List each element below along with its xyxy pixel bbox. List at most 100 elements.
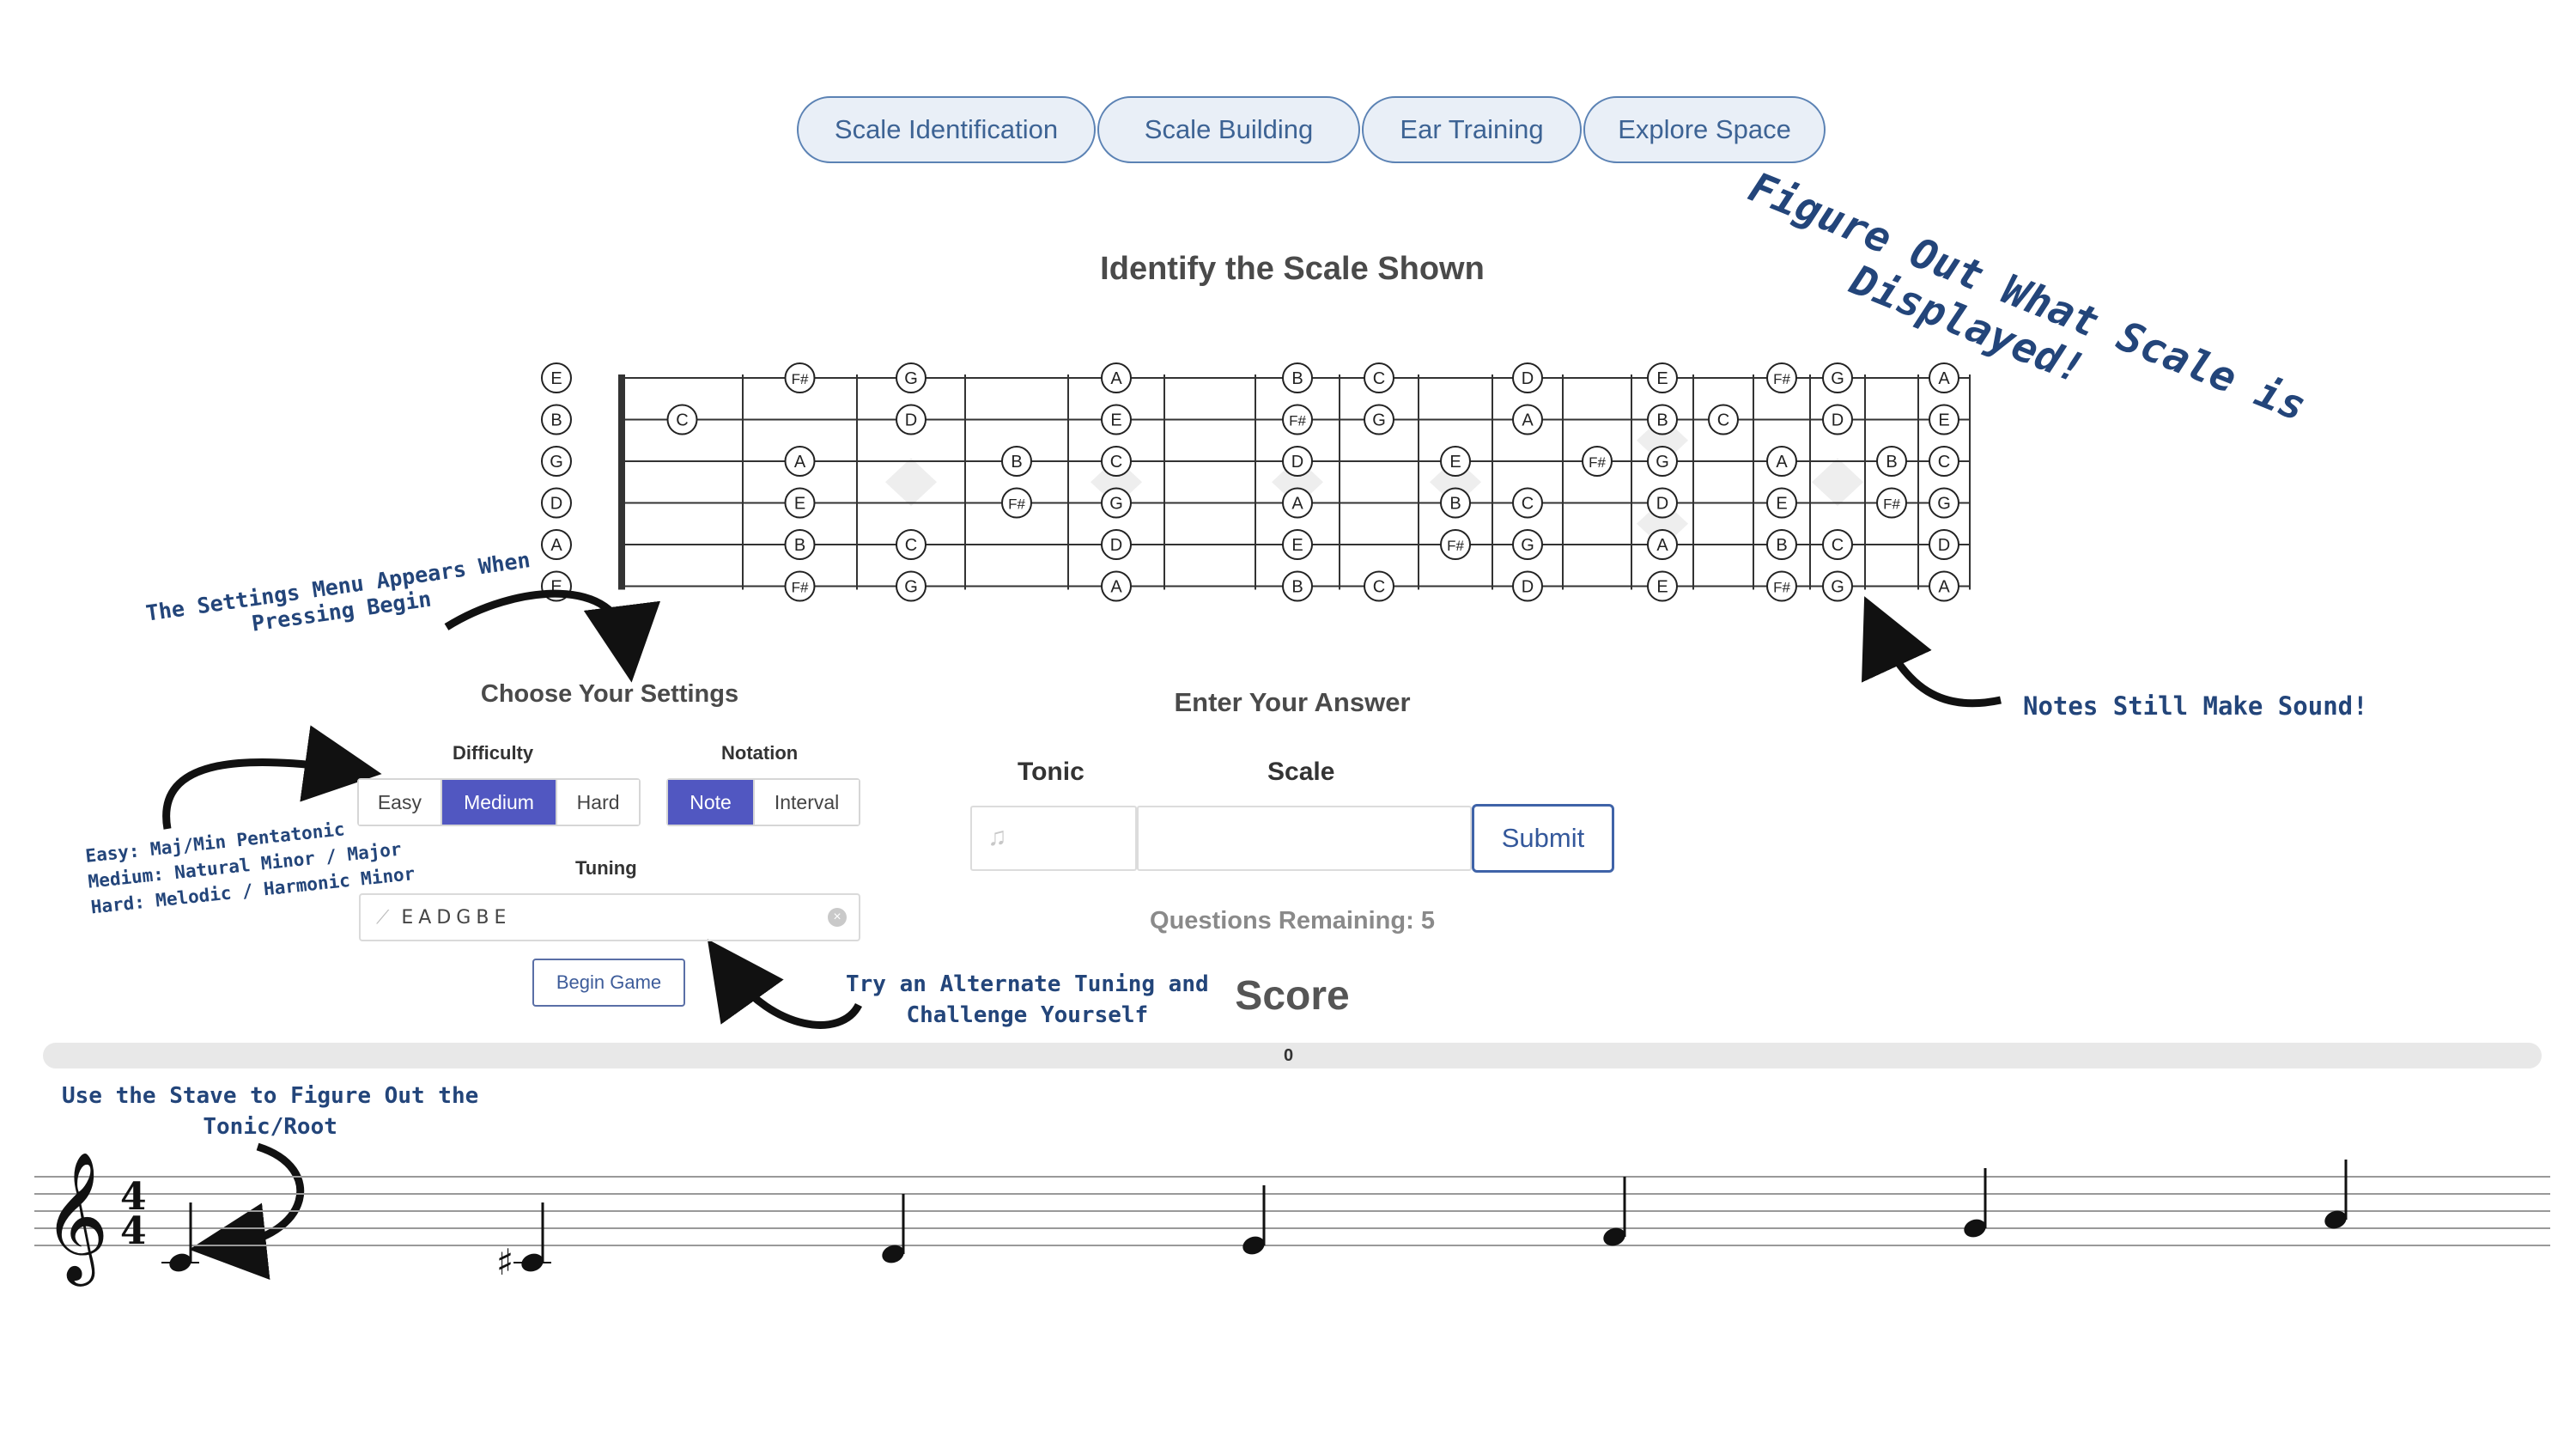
- notation-interval-button[interactable]: Interval: [755, 780, 859, 825]
- open-string-note: B: [541, 404, 572, 435]
- note-marker: [1364, 570, 1394, 602]
- fret-inlay: [1812, 458, 1863, 507]
- note-marker: [1440, 529, 1471, 560]
- clear-icon[interactable]: ×: [828, 908, 847, 927]
- note-marker: [896, 570, 927, 602]
- note-label: B: [1291, 369, 1303, 388]
- tonic-input[interactable]: ♫: [970, 806, 1137, 871]
- note-label: B: [794, 536, 805, 555]
- difficulty-hard-button[interactable]: Hard: [557, 780, 640, 825]
- treble-clef: 𝄞: [43, 1150, 109, 1287]
- note-marker: [1647, 404, 1678, 435]
- fret-note: B: [1647, 404, 1678, 435]
- note-label: C: [1832, 536, 1844, 555]
- tab-scale-building[interactable]: Scale Building: [1097, 96, 1360, 163]
- note-marker: [1282, 529, 1313, 560]
- submit-button[interactable]: Submit: [1472, 804, 1614, 873]
- page-title: Identify the Scale Shown: [1100, 251, 1485, 287]
- open-string-note: G: [541, 446, 572, 477]
- note-marker: [1766, 529, 1797, 560]
- tab-ear-training[interactable]: Ear Training: [1362, 96, 1582, 163]
- note-marker: [1512, 529, 1543, 560]
- note-marker: [1440, 487, 1471, 519]
- difficulty-medium-button[interactable]: Medium: [441, 780, 558, 825]
- annotation-notes-sound: Notes Still Make Sound!: [2023, 691, 2368, 721]
- note-marker: [1647, 362, 1678, 393]
- fret-note: F#: [784, 570, 816, 602]
- open-string-note: D: [541, 487, 572, 519]
- note-label: G: [904, 369, 918, 388]
- note-label: C: [1717, 411, 1729, 430]
- note-label: C: [676, 411, 688, 430]
- fret-note: G: [1512, 529, 1543, 560]
- fret-note: C: [896, 529, 927, 560]
- note-label: A: [794, 453, 806, 472]
- fret-note: A: [1512, 404, 1543, 435]
- fret-note: E: [1282, 529, 1313, 560]
- note-label: E: [1449, 453, 1461, 472]
- note-label: F#: [1883, 496, 1900, 513]
- fret-note: A: [1101, 570, 1132, 602]
- fret-inlay: [1637, 499, 1688, 548]
- note-marker: [1282, 404, 1313, 435]
- note-marker: [784, 529, 816, 560]
- note-label: A: [1776, 453, 1788, 472]
- score-label: Score: [1235, 973, 1350, 1019]
- note-marker: [541, 487, 572, 519]
- note-label: A: [1938, 369, 1950, 388]
- note-marker: [1647, 446, 1678, 477]
- note-label: B: [1776, 536, 1787, 555]
- music-stave: 𝄞44♯: [34, 1150, 2550, 1287]
- fret-note: G: [1101, 487, 1132, 519]
- notation-note-button[interactable]: Note: [668, 780, 756, 825]
- annotation-stave-hint: Use the Stave to Figure Out the Tonic/Ro…: [62, 1081, 478, 1142]
- note-marker: [1512, 362, 1543, 393]
- note-marker: [1647, 487, 1678, 519]
- note-marker: [1929, 529, 1959, 560]
- arrow-to-settings: [444, 589, 660, 683]
- note-label: E: [550, 369, 562, 388]
- note-label: F#: [1773, 371, 1790, 387]
- settings-title: Choose Your Settings: [480, 680, 739, 708]
- answer-title: Enter Your Answer: [1174, 687, 1411, 717]
- note-label: C: [1110, 453, 1122, 472]
- fret-note: F#: [1001, 487, 1032, 519]
- fret-note: D: [1929, 529, 1959, 560]
- difficulty-easy-button[interactable]: Easy: [359, 780, 442, 825]
- fret-note: F#: [1876, 487, 1907, 519]
- note-marker: [1001, 446, 1032, 477]
- note-label: E: [1776, 495, 1787, 514]
- note-marker: [1282, 446, 1313, 477]
- fret-note: C: [1364, 570, 1394, 602]
- note-marker: [1822, 404, 1853, 435]
- note-label: D: [1938, 536, 1950, 555]
- fret-note: E: [1929, 404, 1959, 435]
- tab-scale-identification[interactable]: Scale Identification: [797, 96, 1096, 163]
- note-label: D: [905, 411, 917, 430]
- tab-explore-space[interactable]: Explore Space: [1583, 96, 1826, 163]
- note-label: G: [550, 453, 563, 472]
- note-label: C: [1522, 495, 1534, 514]
- note-label: G: [1831, 578, 1844, 597]
- note-label: D: [1522, 369, 1534, 388]
- note-label: A: [1110, 578, 1122, 597]
- note-marker: [1766, 446, 1797, 477]
- scale-input[interactable]: [1137, 806, 1472, 871]
- note-marker: [1282, 487, 1313, 519]
- note-label: D: [1656, 495, 1668, 514]
- begin-game-button[interactable]: Begin Game: [532, 959, 685, 1007]
- music-note-icon: ♫: [987, 823, 1007, 851]
- tuning-input[interactable]: ⟋ EADGBE ×: [359, 893, 860, 941]
- note-label: F#: [1289, 413, 1306, 429]
- fret-note: F#: [784, 362, 816, 393]
- difficulty-selector: Easy Medium Hard: [357, 778, 641, 826]
- annotation-stave-line1: Use the Stave to Figure Out the: [62, 1083, 479, 1109]
- fret-note: F#: [1582, 446, 1613, 477]
- note-label: C: [1373, 578, 1385, 597]
- note-label: A: [1656, 536, 1668, 555]
- note-label: F#: [1008, 496, 1025, 513]
- note-marker: [784, 446, 816, 477]
- note-marker: [784, 570, 816, 602]
- arrow-to-fretboard: [1862, 596, 2002, 708]
- note-marker: [1101, 362, 1132, 393]
